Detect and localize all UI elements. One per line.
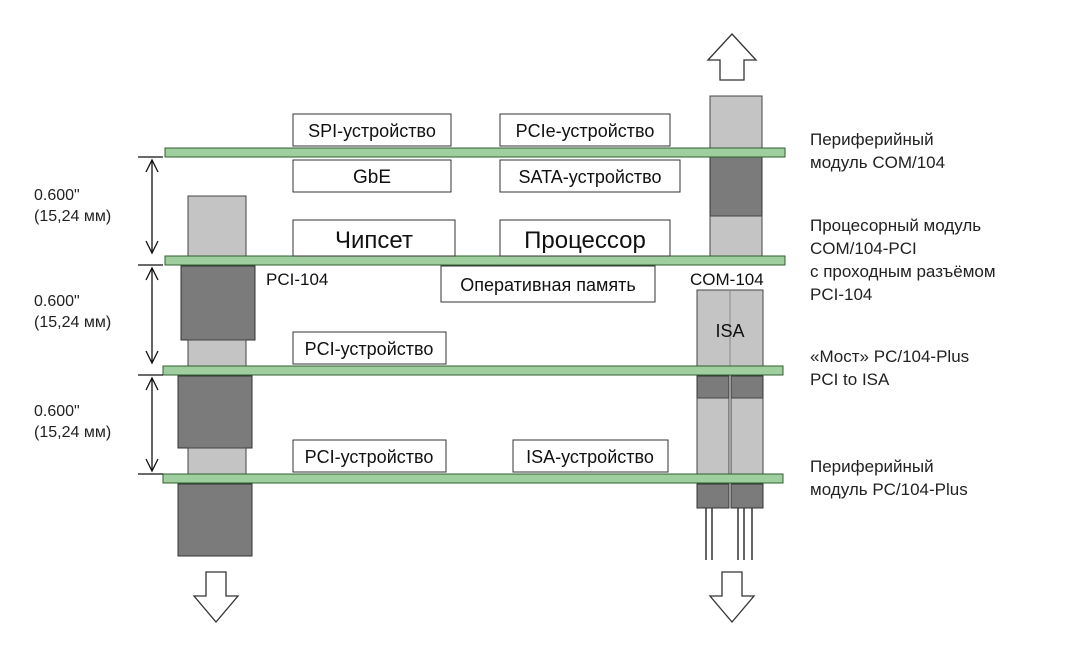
dim-label-1-line1: 0.600"	[34, 187, 80, 204]
pci104-label: PCI-104	[266, 270, 328, 289]
module-bridge-line2: PCI to ISA	[810, 370, 890, 389]
chips: SPI-устройство PCIe-устройство GbE SATA-…	[292, 113, 681, 473]
spi-device-chip	[292, 113, 452, 147]
gbe-chip	[292, 159, 452, 193]
pci104-connector-dark-1	[180, 265, 256, 341]
dim-arrow-1-head-bottom	[145, 240, 159, 255]
module-peripheral-pc104plus-line2: модуль PC/104-Plus	[810, 480, 968, 499]
down-arrow-icon-left	[192, 571, 240, 624]
dim-arrow-3-head-top	[145, 376, 159, 391]
ram-chip	[440, 265, 656, 303]
module-labels: Периферийный модуль COM/104 Процесорный …	[810, 130, 996, 499]
pci-device-chip-1	[292, 331, 447, 365]
dim-label-1-line2: (15,24 мм)	[34, 208, 111, 225]
module-processor-line2: COM/104-PCI	[810, 239, 917, 258]
processor-chip	[499, 219, 671, 257]
dim-arrow-1-head-top	[145, 158, 159, 173]
up-arrow-icon	[706, 33, 758, 81]
module-peripheral-com104-line1: Периферийный	[810, 130, 934, 149]
module-processor-line1: Процесорный модуль	[810, 216, 981, 235]
module-peripheral-com104-line2: модуль COM/104	[810, 153, 945, 172]
dim-arrow-2-head-bottom	[145, 350, 159, 365]
module-peripheral-pc104plus-line1: Периферийный	[810, 457, 934, 476]
board-peripheral-pc104plus	[162, 473, 784, 484]
isa-connector-dark-left	[696, 375, 730, 399]
com104-label: COM-104	[690, 270, 764, 289]
isa-connector-bottom-right	[730, 483, 764, 509]
dim-arrow-2-head-top	[145, 266, 159, 281]
pci-device-label-1: PCI-устройство	[305, 339, 434, 359]
processor-label: Процессор	[524, 227, 646, 254]
isa-connector-dark-right	[730, 375, 764, 399]
dim-label-2-line2: (15,24 мм)	[34, 314, 111, 331]
gbe-label: GbE	[353, 167, 391, 188]
pcie-device-chip	[499, 113, 671, 147]
com104-connector-stack	[696, 95, 764, 560]
sata-device-chip	[499, 159, 681, 193]
dim-label-3-line2: (15,24 мм)	[34, 424, 111, 441]
pci104-connector-light-2	[187, 447, 247, 475]
pci104-connector-dark-3	[177, 483, 253, 557]
module-bridge-line1: «Мост» PC/104-Plus	[810, 347, 969, 366]
com104-connector-top	[709, 95, 763, 149]
connector-pins	[705, 508, 753, 560]
isa-connector-light-right	[730, 397, 764, 475]
dim-arrow-3-head-bottom	[145, 458, 159, 473]
spi-device-label: SPI-устройство	[308, 121, 436, 141]
dimension-arrows	[138, 156, 163, 475]
com104-connector-dark	[709, 155, 763, 217]
module-processor-line4: PCI-104	[810, 285, 872, 304]
isa-connector-bottom-left	[696, 483, 730, 509]
pci-device-label-2: PCI-устройство	[305, 447, 434, 467]
expansion-arrows	[192, 33, 758, 624]
com104-connector-light	[709, 215, 763, 257]
chipset-chip	[292, 219, 456, 257]
isa-device-label: ISA-устройство	[526, 447, 654, 467]
dim-label-2-line1: 0.600"	[34, 293, 80, 310]
dim-label-3-line1: 0.600"	[34, 403, 80, 420]
module-processor-line3: с проходным разъёмом	[810, 262, 996, 281]
pci-device-chip-2	[292, 439, 447, 473]
isa-label: ISA	[715, 321, 744, 341]
isa-connector-light-left	[696, 397, 730, 475]
down-arrow-icon-right	[708, 571, 756, 624]
ram-label: Оперативная память	[460, 275, 635, 295]
sata-device-label: SATA-устройство	[518, 167, 661, 187]
board-bridge	[162, 365, 784, 376]
board-peripheral-com104	[164, 147, 786, 158]
pci104-connector-stack	[177, 195, 256, 557]
chipset-label: Чипсет	[335, 227, 413, 254]
pci104-connector-light-1	[187, 339, 247, 367]
pci104-connector-top	[187, 195, 247, 259]
pci104-connector-dark-2	[177, 375, 253, 449]
boards	[162, 147, 786, 484]
dimension-labels: 0.600" (15,24 мм) 0.600" (15,24 мм) 0.60…	[34, 187, 111, 441]
pcie-device-label: PCIe-устройство	[516, 121, 655, 141]
isa-device-chip	[512, 439, 669, 473]
board-processor-module	[164, 255, 786, 266]
